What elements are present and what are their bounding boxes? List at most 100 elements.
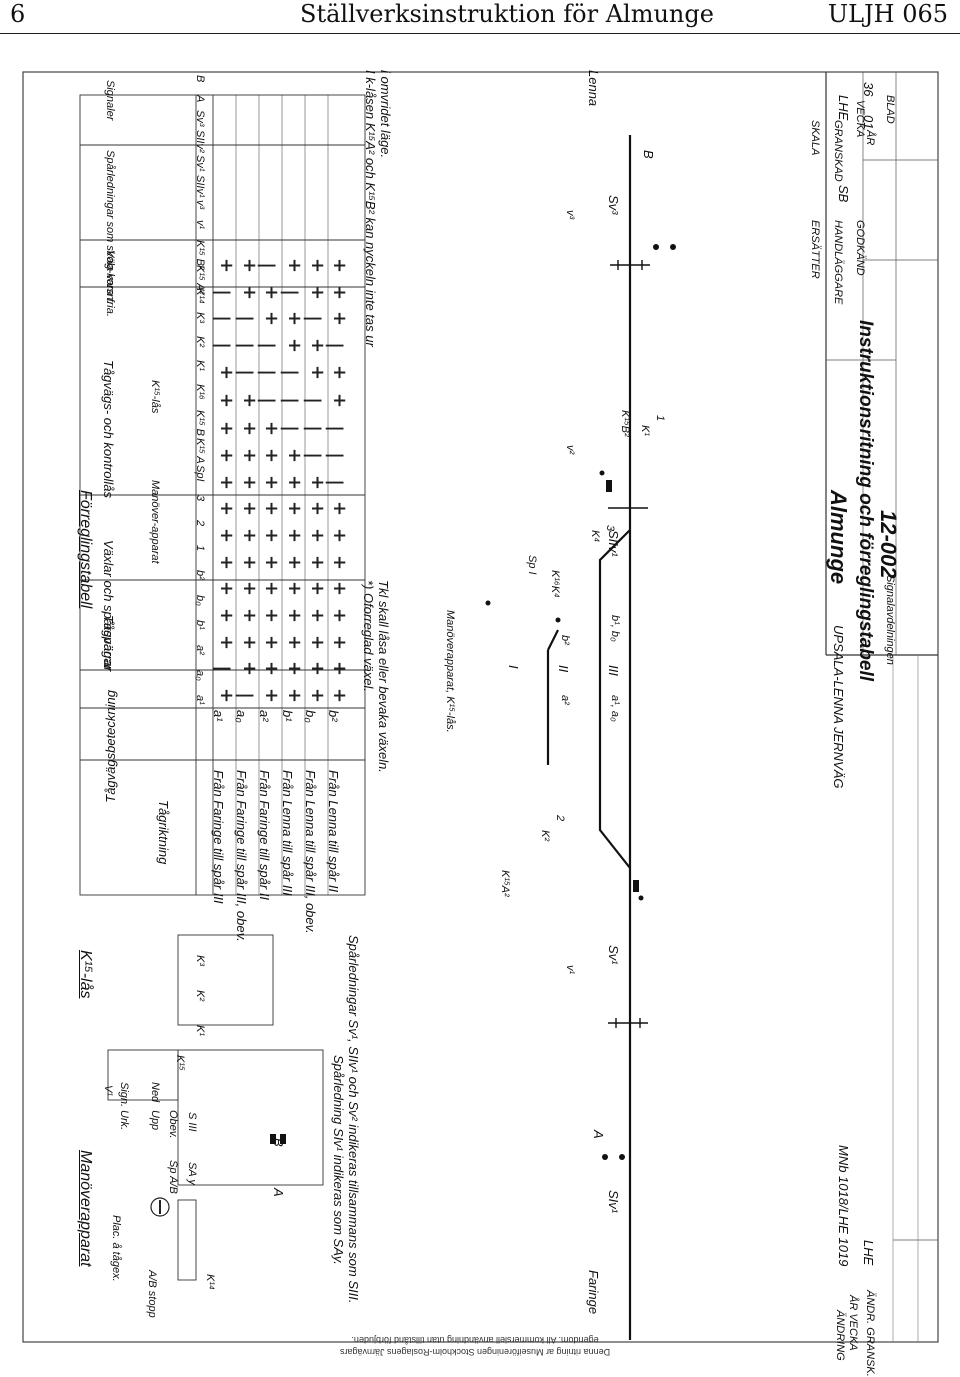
note-ktasen-2: i omvridet läge. xyxy=(378,70,393,159)
table-cell-mark: + xyxy=(239,447,261,464)
th-manoverapparat: Manöver-apparat xyxy=(149,480,161,564)
table-cell-mark: + xyxy=(284,527,306,544)
row-4-riktning: Från Lenna till spår III xyxy=(280,770,295,896)
drawing-frame xyxy=(22,71,939,1343)
note-ktasen-1: I k-låsen K¹⁵A² och K¹⁵B² kan nyckeln in… xyxy=(363,70,378,347)
tb-andring: MNb 1018/LHE 1019 xyxy=(836,1145,851,1267)
col-b2: b² xyxy=(194,570,206,580)
table-cell-mark: + xyxy=(261,447,283,464)
row-5-beteckning: b₀ xyxy=(303,710,318,723)
table-cell-mark: | xyxy=(256,262,278,269)
label-k15a2: K¹⁵A² xyxy=(499,870,511,897)
table-cell-mark: + xyxy=(284,554,306,571)
table-cell-mark: | xyxy=(211,289,233,296)
table-cell-mark: + xyxy=(307,257,329,274)
col-a2: a² xyxy=(194,645,206,655)
table-cell-mark: + xyxy=(216,447,238,464)
note-sparledning-2: Spårledningar Sv¹, SIIv¹ och Sv² indiker… xyxy=(346,935,361,1304)
tb-vecka-label: VECKA xyxy=(854,100,866,138)
row-3-riktning: Från Faringe till spår II xyxy=(257,770,272,901)
signal-a: A xyxy=(591,1130,606,1139)
table-cell-mark: + xyxy=(329,392,351,409)
table-cell-mark: + xyxy=(329,500,351,517)
table-cell-mark: + xyxy=(284,660,306,677)
table-cell-mark: + xyxy=(239,607,261,624)
table-cell-mark: | xyxy=(234,369,256,376)
tb-granskad: GRANSKAD xyxy=(832,120,844,182)
table-cell-mark: + xyxy=(307,527,329,544)
table-cell-mark: + xyxy=(329,527,351,544)
table-cell-mark: + xyxy=(216,634,238,651)
table-cell-mark: + xyxy=(307,660,329,677)
table-cell-mark: + xyxy=(329,660,351,677)
table-cell-mark: + xyxy=(239,474,261,491)
table-cell-mark: + xyxy=(284,580,306,597)
v1-block-urk: Urk. xyxy=(118,1110,130,1131)
table-cell-mark: + xyxy=(216,580,238,597)
note-obevakad: *) Oforreglad växel. xyxy=(361,580,376,692)
col-sig-a: A xyxy=(194,95,206,103)
table-cell-mark: | xyxy=(324,342,346,349)
table-cell-mark: + xyxy=(261,580,283,597)
tb-ersatter: ERSÄTTER xyxy=(809,220,821,279)
table-cell-mark: + xyxy=(329,310,351,327)
tb-andr-label: ÄNDR. GRANSK. xyxy=(864,1290,876,1377)
plac-label: Plac. å tågex. xyxy=(110,1215,122,1282)
table-cell-mark: + xyxy=(216,420,238,437)
col-sw3: 3 xyxy=(194,495,206,502)
k-key-2: K² xyxy=(194,990,206,1001)
table-cell-mark: + xyxy=(307,500,329,517)
track-II: II xyxy=(556,665,571,673)
label-sv3: Sv³ xyxy=(606,195,621,215)
col-siiv1: SIIv¹ xyxy=(194,175,206,198)
tb-vecka: 36 xyxy=(861,82,876,97)
station-lenna: Lenna xyxy=(586,70,601,107)
table-cell-mark: + xyxy=(261,474,283,491)
tb-skala: SKALA xyxy=(809,120,821,156)
rotated-drawing: Manöverapparat K¹⁵-lås Förreglingstabell… xyxy=(58,70,906,1377)
th-signaler: Signaler xyxy=(104,80,116,121)
table-cell-mark: | xyxy=(211,315,233,322)
table-cell-mark: | xyxy=(234,315,256,322)
tb-signal: Signalavdelningen xyxy=(884,575,896,665)
label-a2: a² xyxy=(559,695,571,705)
table-cell-mark: | xyxy=(302,315,324,322)
table-cell-mark: + xyxy=(216,474,238,491)
table-cell-mark: + xyxy=(239,580,261,597)
table-cell-mark: | xyxy=(256,397,278,404)
table-cell-mark: + xyxy=(284,634,306,651)
row-4-beteckning: b¹ xyxy=(280,710,295,722)
note-obevakad-2: Tkl skall låsa eller bevaka växeln. xyxy=(376,580,391,773)
section-manoverapparat: Manöverapparat xyxy=(77,1150,94,1267)
table-cell-mark: + xyxy=(284,337,306,354)
table-cell-mark: + xyxy=(216,257,238,274)
k-key-1: K¹ xyxy=(194,1025,206,1036)
table-cell-mark: | xyxy=(234,692,256,699)
panel-obev: Obev. xyxy=(167,1110,179,1139)
table-cell-mark: | xyxy=(256,369,278,376)
tb-station: Almunge xyxy=(826,490,851,585)
col-b1: b¹ xyxy=(194,620,206,630)
col-sv3: Sv³ xyxy=(194,110,206,127)
page-title: Ställverksinstruktion för Almunge xyxy=(300,0,714,28)
panel-b: B xyxy=(271,1138,286,1147)
col-spi: SpI xyxy=(194,465,206,482)
table-cell-mark: | xyxy=(324,452,346,459)
col-sig-b: B xyxy=(194,75,206,83)
track-I: I xyxy=(506,665,521,669)
table-cell-mark: | xyxy=(279,397,301,404)
row-6-riktning: Från Lenna till spår II xyxy=(326,770,341,893)
table-cell-mark: | xyxy=(324,425,346,432)
tb-handler: SB xyxy=(836,185,851,203)
table-cell-mark: | xyxy=(279,425,301,432)
col-k15b2: K¹⁵ B² xyxy=(194,240,206,270)
label-v1: v¹ xyxy=(564,965,576,975)
tb-drawing-title: Instruktionsritning och förreglingstabel… xyxy=(855,320,876,682)
label-sw3: 3 xyxy=(604,525,616,532)
manover-note: Manöverapparat, K¹⁵-lås. xyxy=(444,610,456,733)
table-cell-mark: + xyxy=(261,500,283,517)
col-sw2: 2 xyxy=(194,520,206,527)
table-cell-mark: | xyxy=(211,665,233,672)
table-cell-mark: + xyxy=(307,284,329,301)
th-tagvags-kontroll: Tågvägs- och kontrollås xyxy=(101,360,116,499)
